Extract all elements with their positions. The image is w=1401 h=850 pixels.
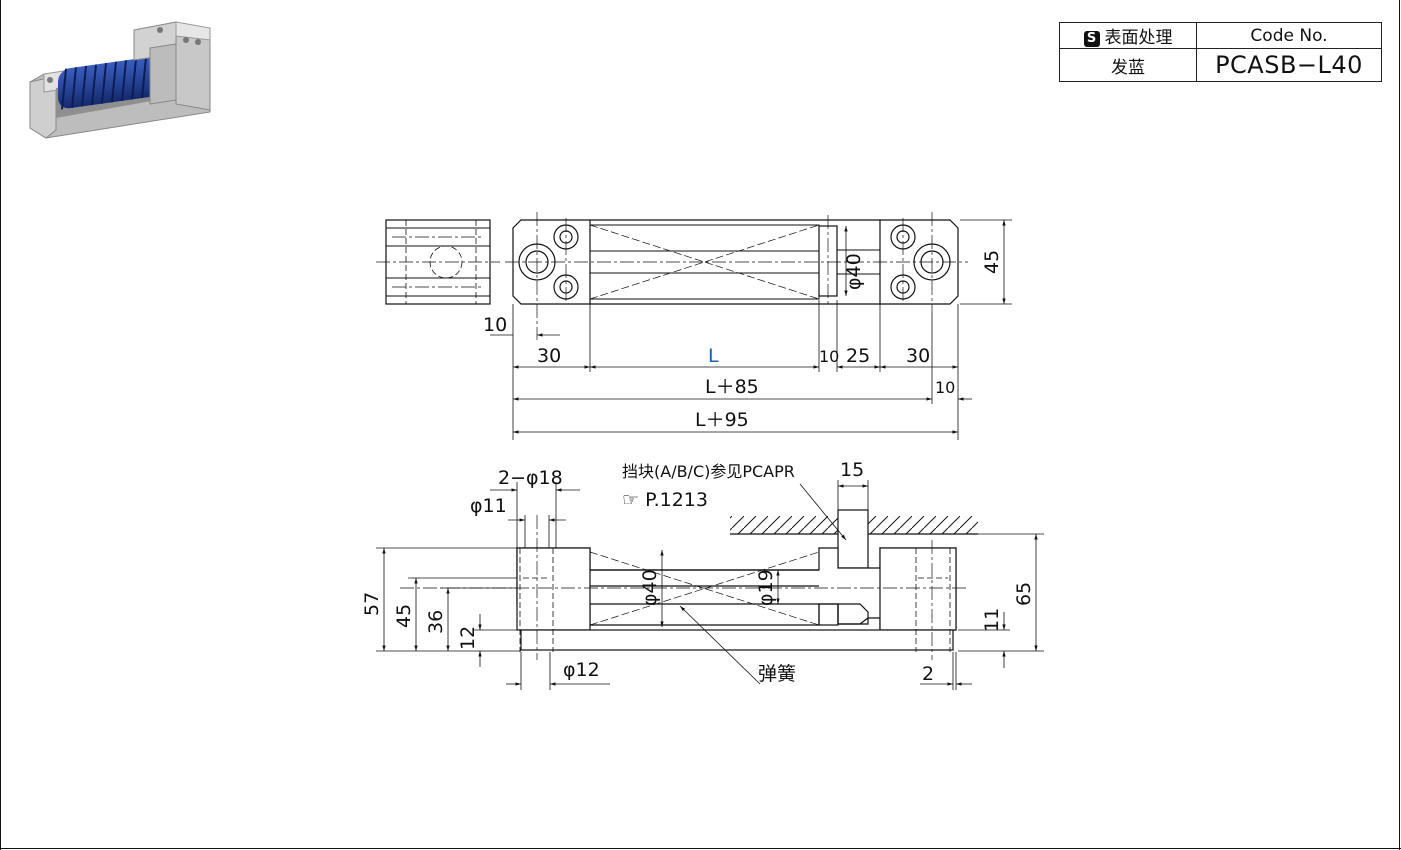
code-header: Code No. xyxy=(1196,22,1382,49)
surface-badge-icon: S xyxy=(1083,31,1100,47)
dim-12: 12 xyxy=(457,626,479,650)
dim-phi40-side: φ40 xyxy=(639,569,661,606)
page-reference: ☞ P.1213 xyxy=(622,489,708,511)
dim-2: 2 xyxy=(922,663,934,685)
spring-label: 弹簧 xyxy=(758,663,796,685)
side-view-dimension-lines xyxy=(376,480,1044,690)
top-view-dimension-labels: 10 30 L 10 25 30 L＋85 10 L＋95 45 φ40 xyxy=(483,250,1003,431)
dim-phi12: φ12 xyxy=(563,659,600,681)
product-isometric-image xyxy=(29,21,211,139)
dim-L95: L＋95 xyxy=(695,409,749,431)
dim-45-top: 45 xyxy=(981,250,1003,274)
dim-65: 65 xyxy=(1013,582,1035,606)
dim-45-side: 45 xyxy=(393,604,415,628)
dim-L: L xyxy=(708,345,719,367)
dim-phi40-top: φ40 xyxy=(843,253,865,290)
dim-10-right: 10 xyxy=(935,378,955,397)
dim-30-right: 30 xyxy=(906,345,930,367)
top-view xyxy=(376,212,968,340)
dim-10-mid: 10 xyxy=(819,347,839,366)
finish-value: 发蓝 xyxy=(1059,48,1197,82)
dim-phi19: φ19 xyxy=(755,569,777,606)
dim-25: 25 xyxy=(846,345,870,367)
dim-phi11: φ11 xyxy=(470,495,507,517)
dim-57: 57 xyxy=(361,592,383,616)
dim-11: 11 xyxy=(981,608,1003,632)
end-view xyxy=(376,219,500,305)
side-view xyxy=(400,509,978,660)
stopper-note: 挡块(A/B/C)参见PCAPR xyxy=(622,462,795,481)
top-view-dimension-lines xyxy=(490,219,1012,440)
dim-36: 36 xyxy=(425,610,447,634)
side-view-dimension-labels: 2−φ18 φ11 φ12 15 57 45 36 12 φ40 φ19 65 … xyxy=(361,459,1035,685)
dim-L85: L＋85 xyxy=(705,376,759,398)
code-value: PCASB−L40 xyxy=(1196,48,1382,82)
finish-header: 表面处理 xyxy=(1104,28,1173,48)
dim-30-left: 30 xyxy=(537,345,561,367)
dim-15: 15 xyxy=(840,459,864,481)
dim-10-left: 10 xyxy=(483,314,507,336)
dim-2-phi18: 2−φ18 xyxy=(498,467,563,489)
